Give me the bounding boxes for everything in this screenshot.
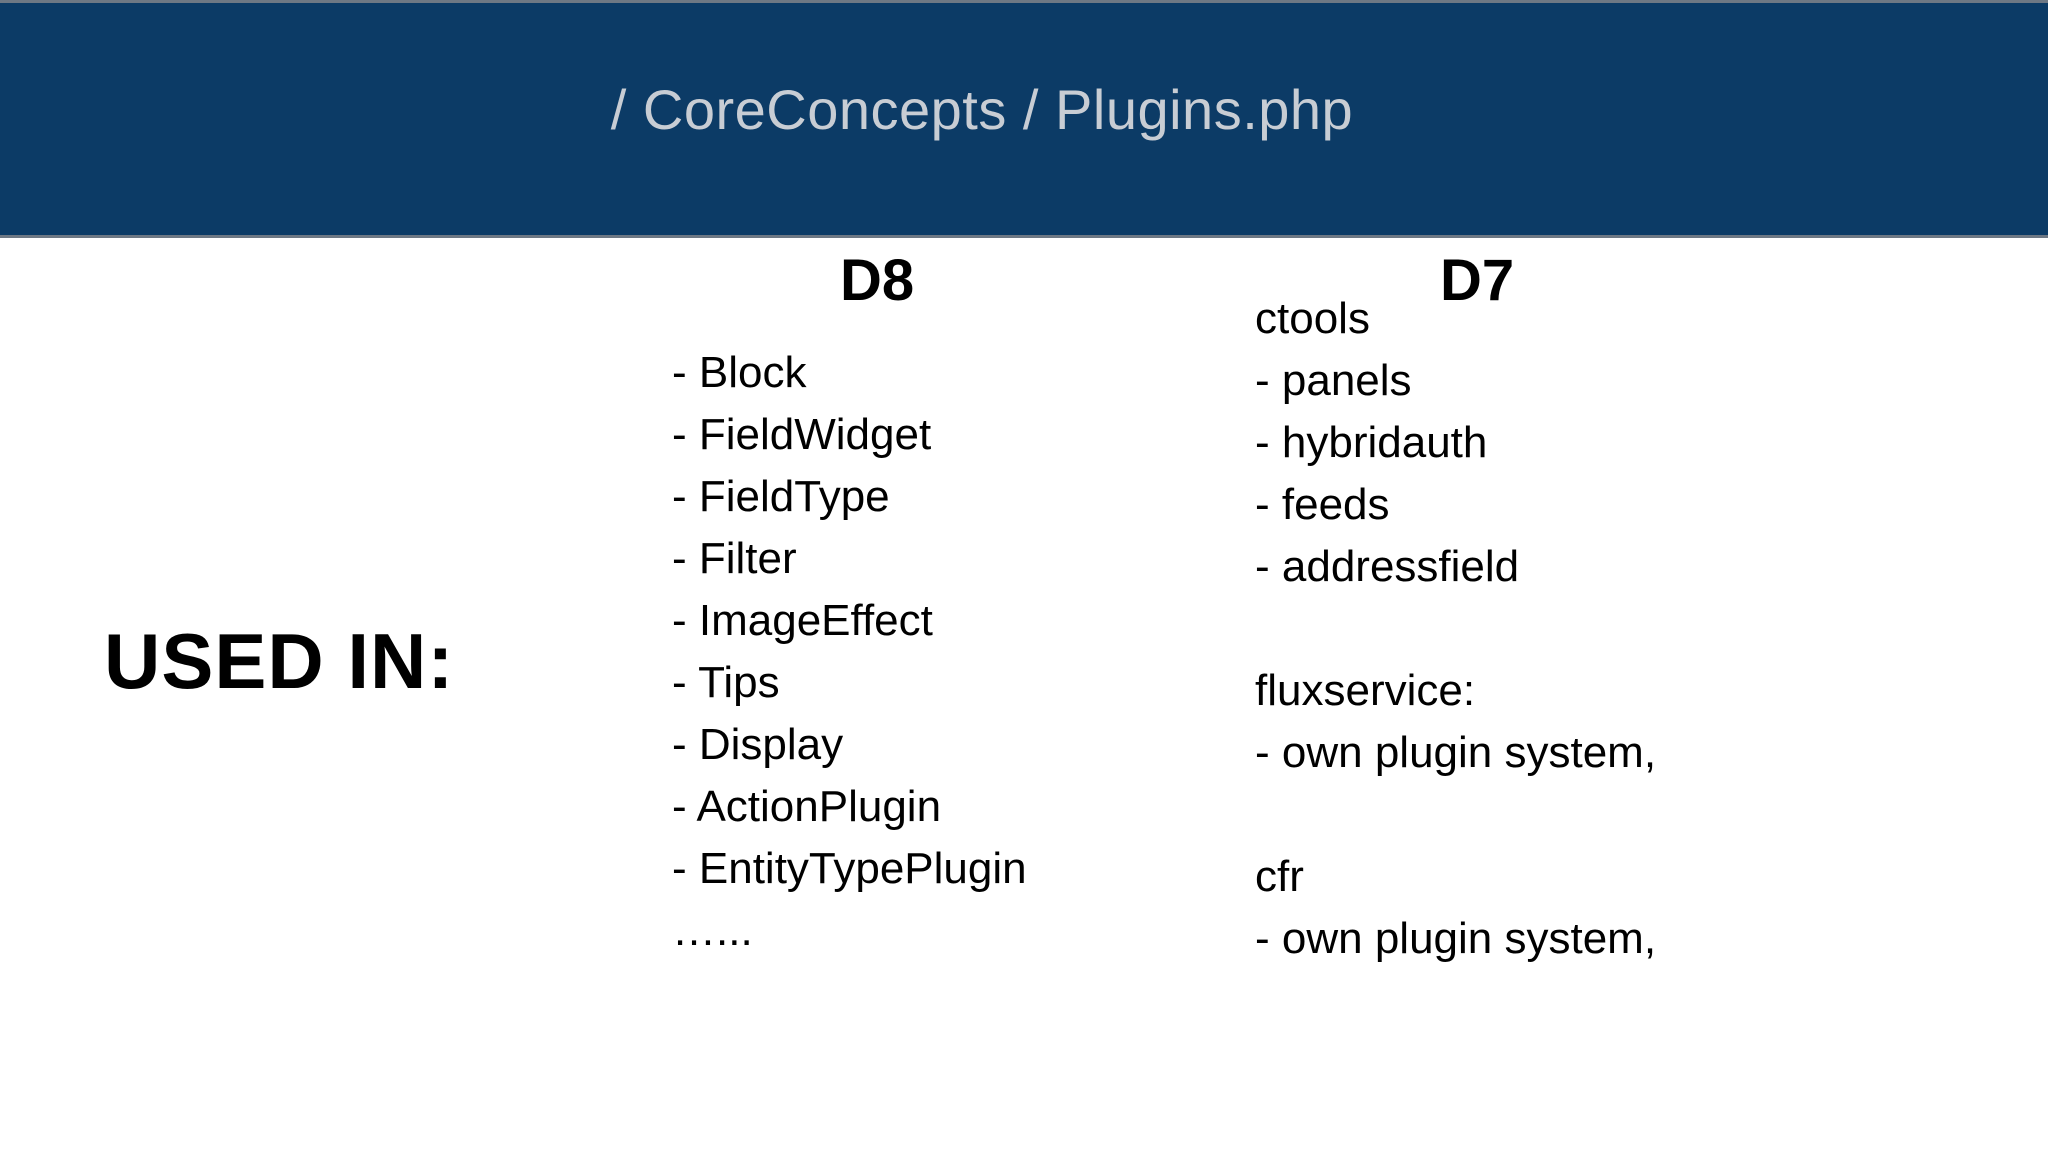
- column-d7: D7 ctools - panels - hybridauth - feeds …: [1255, 238, 1815, 970]
- list-item: - ActionPlugin: [672, 782, 942, 831]
- list-item: - Block: [672, 348, 807, 397]
- list-item-ellipsis: …...: [672, 906, 753, 955]
- list-item: - EntityTypePlugin: [672, 844, 1027, 893]
- column-d8-list: - Block - FieldWidget - FieldType - Filt…: [672, 342, 1192, 962]
- list-group-heading: fluxservice:: [1255, 666, 1476, 715]
- list-item: - Display: [672, 720, 844, 769]
- list-item: - FieldType: [672, 472, 890, 521]
- column-d8-heading: D8: [840, 248, 915, 313]
- used-in-label: USED IN:: [104, 617, 455, 705]
- list-group-heading: ctools: [1255, 294, 1370, 343]
- column-d7-heading: D7: [1440, 248, 1515, 313]
- slide-content: USED IN: D8 - Block - FieldWidget - Fiel…: [0, 238, 2048, 1152]
- list-item: - feeds: [1255, 480, 1390, 529]
- list-item: - Tips: [672, 658, 780, 707]
- list-group-heading: cfr: [1255, 852, 1304, 901]
- list-item: - hybridauth: [1255, 418, 1488, 467]
- list-item: - own plugin system,: [1255, 914, 1657, 963]
- list-item: - FieldWidget: [672, 410, 932, 459]
- list-item: - own plugin system,: [1255, 728, 1657, 777]
- list-item: - addressfield: [1255, 542, 1520, 591]
- breadcrumb: / CoreConcepts / Plugins.php: [610, 78, 1354, 141]
- column-d7-list: ctools - panels - hybridauth - feeds - a…: [1255, 288, 1815, 970]
- header-bar: / CoreConcepts / Plugins.php: [0, 0, 2048, 238]
- list-item: - panels: [1255, 356, 1412, 405]
- list-item: - Filter: [672, 534, 797, 583]
- column-d8: D8 - Block - FieldWidget - FieldType - F…: [672, 238, 1192, 962]
- list-spacer: [1255, 784, 1815, 846]
- list-item: - ImageEffect: [672, 596, 933, 645]
- list-spacer: [1255, 598, 1815, 660]
